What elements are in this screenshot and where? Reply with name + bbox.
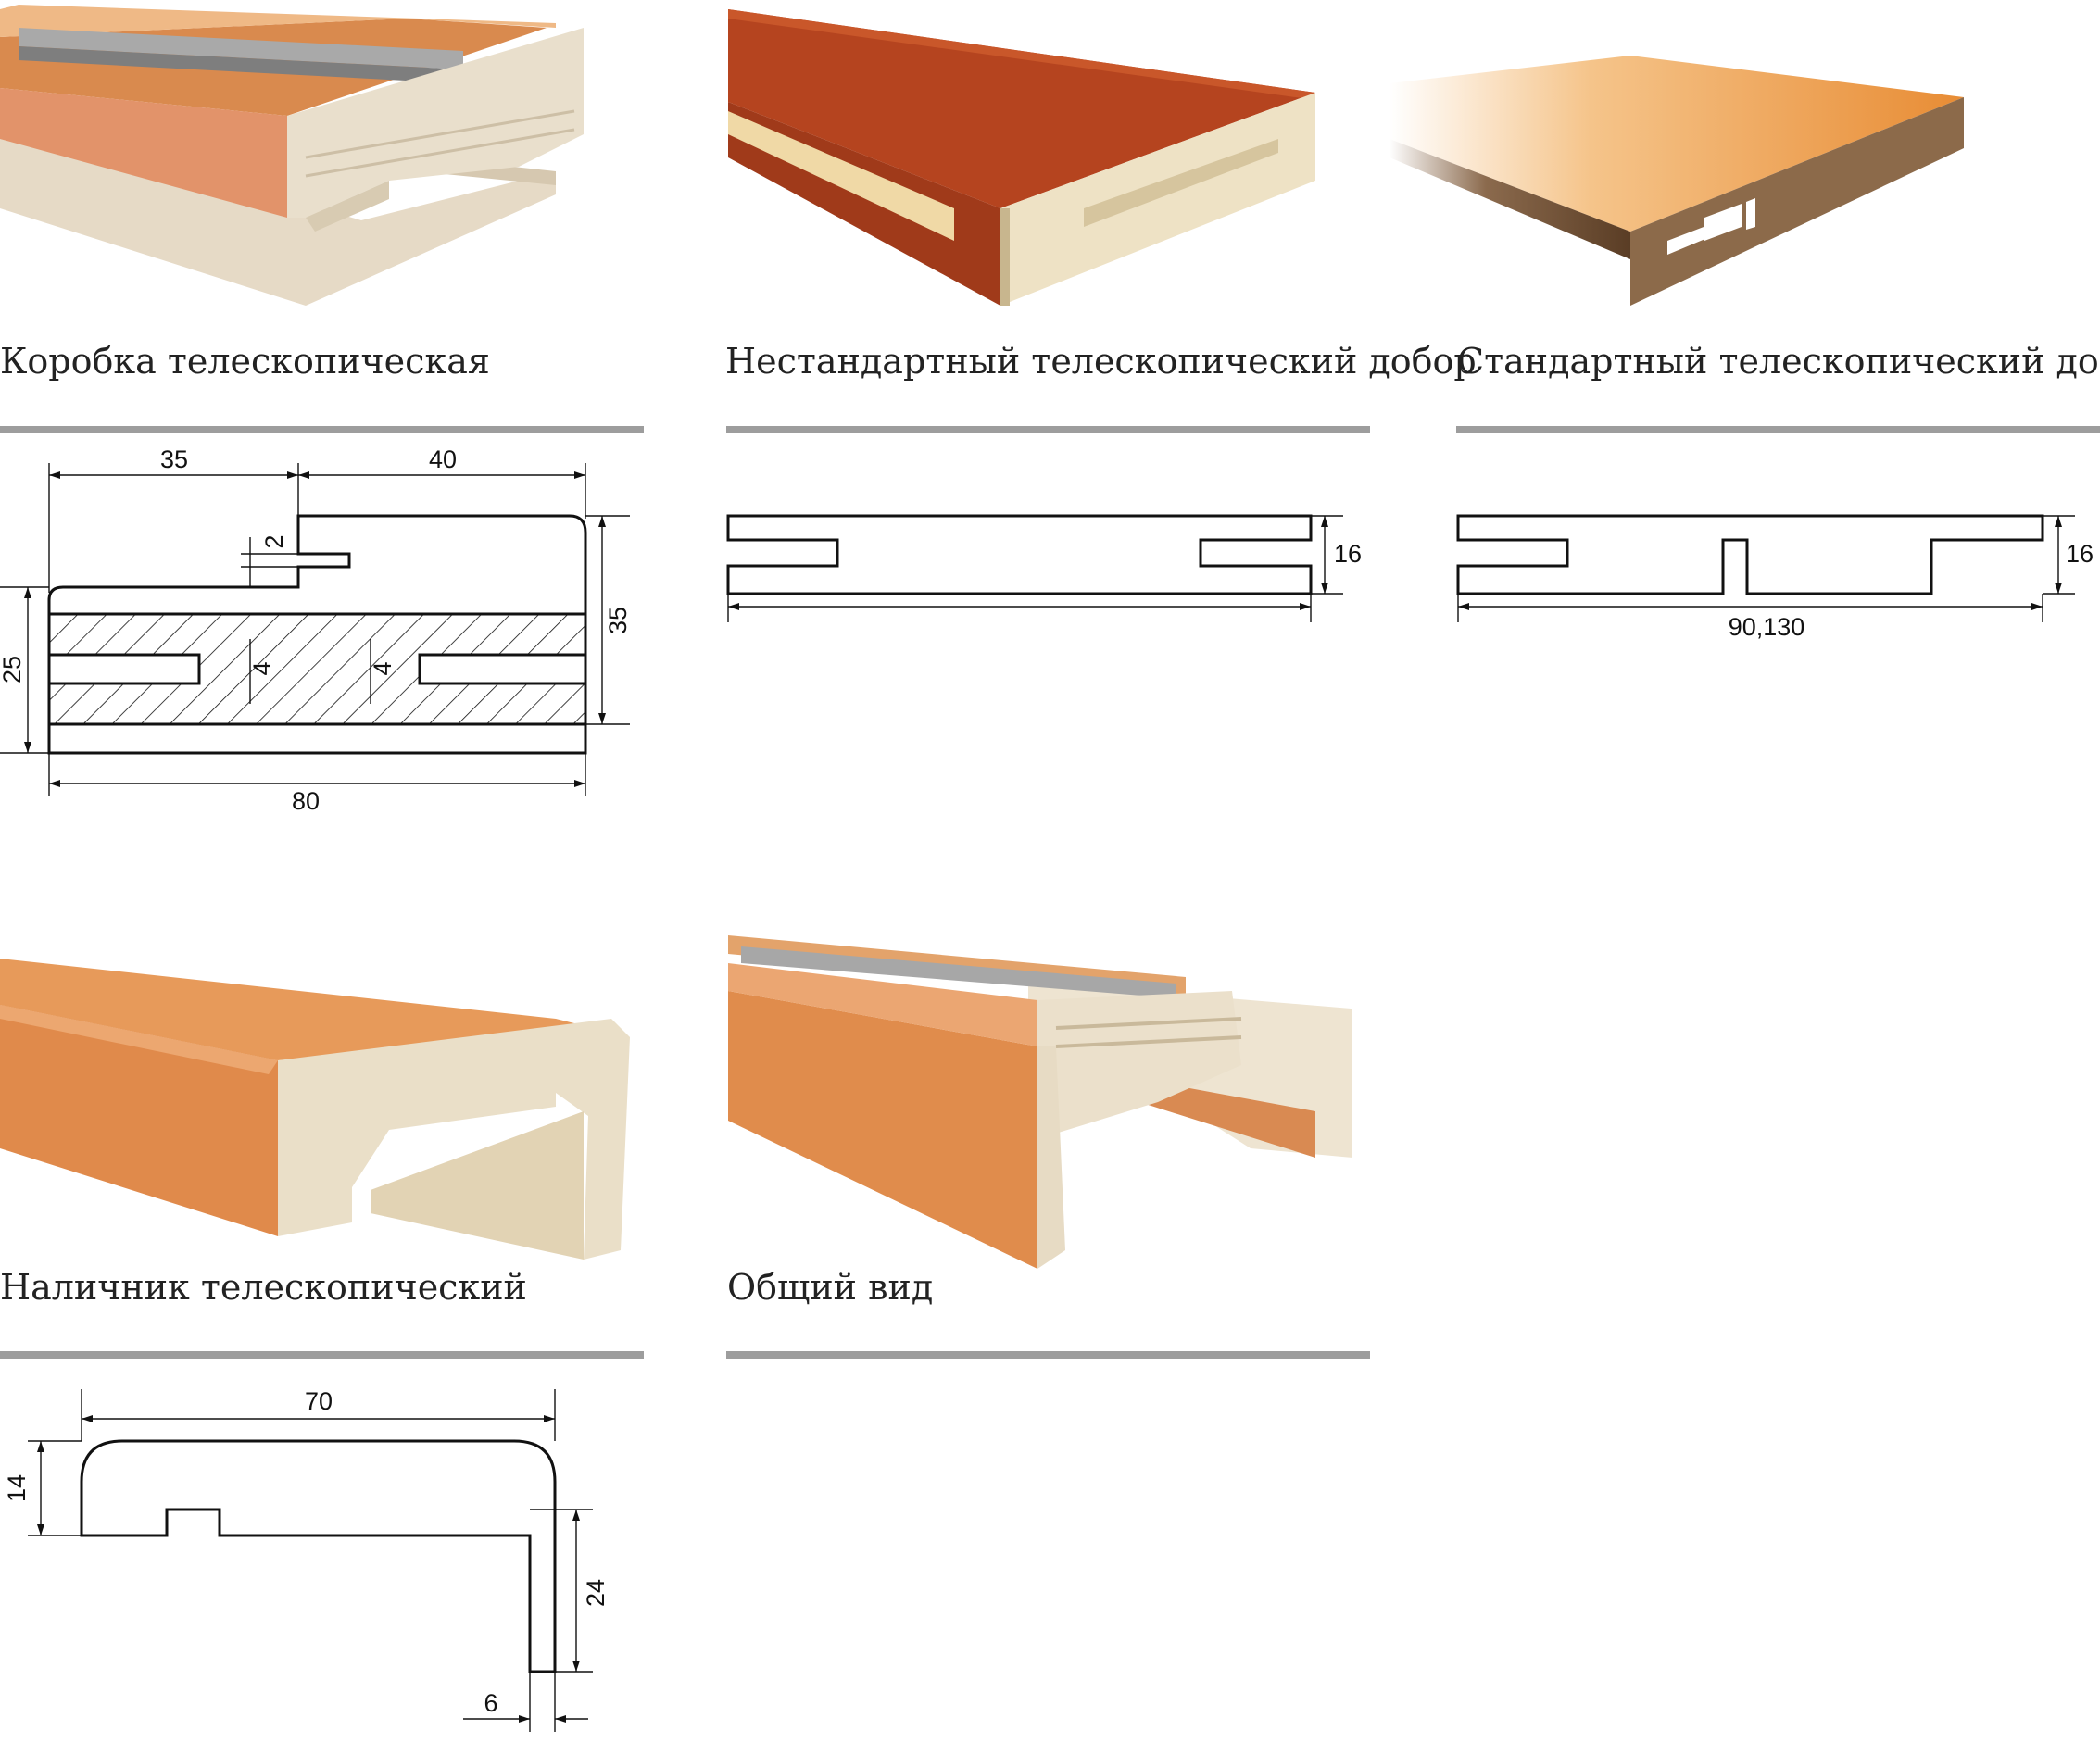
dimension-label: 16 [2066,540,2094,568]
standard-extension-photo [1390,56,1982,315]
caption-standard-extension: Стандартный телескопический добор [1457,341,2100,382]
nonstandard-extension-photo [723,0,1325,315]
dimension-label: 2 [260,534,288,548]
dimension-label: 25 [0,656,26,683]
caption-general-view: Общий вид [727,1267,934,1308]
divider-rule [0,1351,644,1359]
general-view-photo [723,926,1352,1278]
dimension-label: 70 [305,1387,333,1415]
dimension-label: 16 [1334,540,1362,568]
telescopic-frame-photo [0,0,593,315]
dimension-label: 35 [604,607,632,634]
dimension-label: 4 [369,661,396,675]
frame-profile-drawing: 35 40 2 35 25 4 4 80 [0,435,648,824]
architrave-profile-drawing: 70 14 24 6 [0,1371,648,1738]
caption-telescopic-architrave: Наличник телескопический [0,1267,527,1308]
divider-rule [0,426,644,433]
divider-rule [726,426,1370,433]
dimension-label: 80 [292,787,320,815]
dimension-label: 24 [582,1579,610,1607]
dimension-label: 90,130 [1729,613,1805,641]
dimension-label: 6 [484,1689,497,1717]
dimension-label: 40 [429,445,457,473]
dimension-label: 35 [160,445,188,473]
nonstandard-extension-drawing: 16 [713,500,1380,639]
dimension-label: 4 [248,661,276,675]
telescopic-architrave-photo [0,945,639,1260]
standard-extension-drawing: 16 90,130 [1445,500,2100,648]
dimension-label: 14 [3,1474,31,1502]
divider-rule [726,1351,1370,1359]
caption-telescopic-frame: Коробка телескопическая [0,341,490,382]
caption-nonstandard-extension: Нестандартный телескопический добор [725,341,1477,382]
divider-rule [1456,426,2100,433]
